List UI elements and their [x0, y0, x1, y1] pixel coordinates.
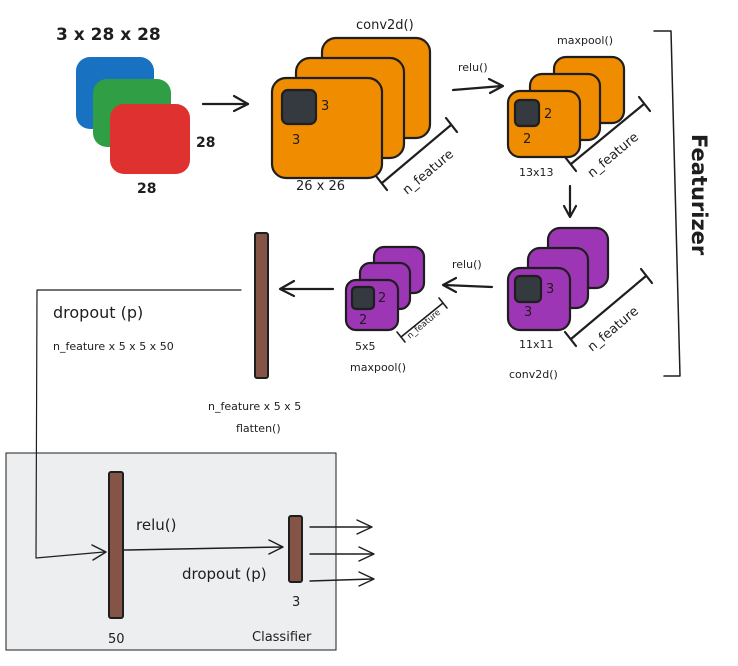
conv1-depth-bracket [374, 116, 459, 192]
hidden-layer-bar [108, 471, 124, 619]
input-shape-label: 3 x 28 x 28 [56, 25, 161, 45]
pool1-size-label: 13x13 [519, 166, 554, 179]
conv2-feature-maps [506, 226, 610, 332]
pool2-kernel [350, 285, 376, 311]
conv1-size-label: 26 x 26 [296, 179, 345, 194]
pool2-op-label: maxpool() [350, 361, 406, 374]
conv2-depth-bracket [563, 267, 654, 348]
pool2-feature-maps [344, 245, 426, 332]
pool2-depth-bracket [396, 297, 448, 343]
pool2-kernel-w: 2 [378, 291, 386, 306]
conv2-op-label: conv2d() [509, 368, 558, 381]
conv1-kernel [280, 88, 318, 126]
classifier-relu-label: relu() [136, 516, 176, 534]
pool1-kernel-w: 2 [544, 107, 552, 122]
conv1-op-label: conv2d() [356, 18, 414, 33]
featurizer-title: Featurizer [687, 134, 711, 256]
flatten-vector-bar [254, 232, 269, 379]
dropout1-label: dropout (p) [53, 303, 143, 322]
relu2-label: relu() [452, 258, 482, 271]
relu1-label: relu() [458, 61, 488, 74]
output-layer-bar [288, 515, 303, 583]
conv2-kernel [513, 274, 543, 304]
classifier-title: Classifier [252, 630, 312, 645]
flatten-to-hidden-connector [35, 289, 242, 561]
pool2-depth-label: n_feature [406, 308, 443, 342]
conv2-depth-label: n_feature [585, 304, 642, 355]
output-arrows [309, 519, 375, 587]
hidden-size-label: 50 [108, 632, 125, 647]
dropout1-shape-label: n_feature x 5 x 5 x 50 [53, 340, 174, 353]
conv1-kernel-w: 3 [321, 99, 329, 114]
input-height-label: 28 [196, 135, 215, 151]
input-channel-red [110, 104, 190, 174]
arrow-pool1-to-conv2 [562, 184, 578, 219]
conv2-size-label: 11x11 [519, 338, 554, 351]
pool1-feature-maps [506, 55, 626, 159]
featurizer-bracket [653, 30, 681, 377]
pool1-op-label: maxpool() [557, 34, 613, 47]
conv1-depth-label: n_feature [400, 147, 457, 198]
classifier-panel [5, 452, 337, 651]
flatten-shape-label: n_feature x 5 x 5 [208, 400, 301, 413]
classifier-dropout-label: dropout (p) [182, 565, 267, 583]
input-image [76, 57, 190, 174]
conv2-kernel-h: 3 [524, 305, 532, 320]
pool1-kernel [513, 98, 541, 128]
arrow-hidden-to-output [123, 539, 284, 555]
arrow-input-to-conv1 [201, 94, 250, 113]
input-width-label: 28 [137, 181, 156, 197]
arrow-pool2-to-flatten [278, 279, 335, 298]
arrow-conv2-to-pool2 [441, 276, 494, 294]
arrow-conv1-to-pool1 [451, 77, 505, 95]
output-size-label: 3 [292, 595, 300, 610]
flatten-op-label: flatten() [236, 422, 281, 435]
conv1-feature-maps [270, 36, 432, 180]
pool1-kernel-h: 2 [523, 132, 531, 147]
pool2-kernel-h: 2 [359, 313, 367, 328]
conv2-kernel-w: 3 [546, 282, 554, 297]
pool1-depth-bracket [563, 95, 652, 173]
pool2-size-label: 5x5 [355, 340, 376, 353]
conv1-kernel-h: 3 [292, 133, 300, 148]
